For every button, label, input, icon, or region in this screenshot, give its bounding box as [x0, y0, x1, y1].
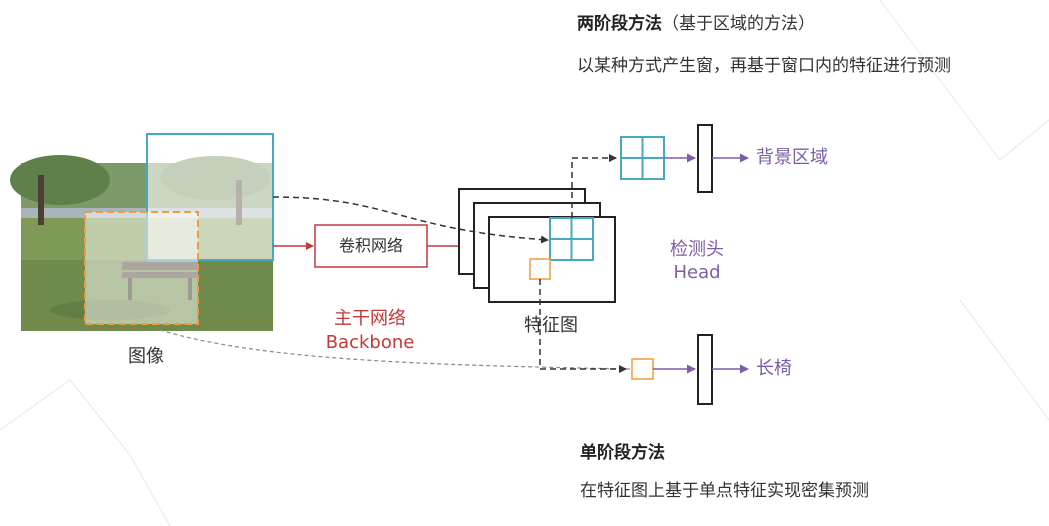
two-stage-teal-grid [620, 136, 665, 180]
image-label: 图像 [128, 346, 164, 367]
conv-network-box [314, 224, 428, 268]
one-stage-orange-cell [631, 358, 654, 380]
conv-network-label: 卷积网络 [338, 236, 403, 255]
one-stage-description: 在特征图上基于单点特征实现密集预测 [580, 481, 869, 501]
backbone-label-en: Backbone [325, 332, 415, 353]
feature-orange-cell [529, 258, 551, 280]
dashed-link-teal [272, 196, 549, 244]
two-stage-description: 以某种方式产生窗，再基于窗口内的特征进行预测 [577, 56, 951, 76]
two-stage-title: 两阶段方法（基于区域的方法） [577, 14, 815, 34]
dashed-down-to-one-stage [539, 279, 627, 373]
backbone-label-cn: 主干网络 [334, 308, 406, 329]
one-stage-head-bar [697, 334, 713, 405]
dashed-up-to-two-stage [571, 154, 617, 218]
feature-map-label: 特征图 [524, 315, 578, 336]
head-label-en: Head [673, 262, 721, 283]
head-label-cn: 检测头 [670, 239, 724, 260]
output-background-label: 背景区域 [756, 147, 828, 168]
output-bench-label: 长椅 [756, 358, 792, 379]
orange-window [84, 211, 199, 325]
two-stage-title-bold: 两阶段方法 [577, 14, 662, 34]
feature-map-stack [458, 188, 616, 303]
one-stage-title: 单阶段方法 [580, 443, 665, 463]
two-stage-head-bar [697, 124, 713, 193]
two-stage-title-suffix: （基于区域的方法） [662, 14, 815, 34]
dashed-link-orange [159, 329, 631, 370]
